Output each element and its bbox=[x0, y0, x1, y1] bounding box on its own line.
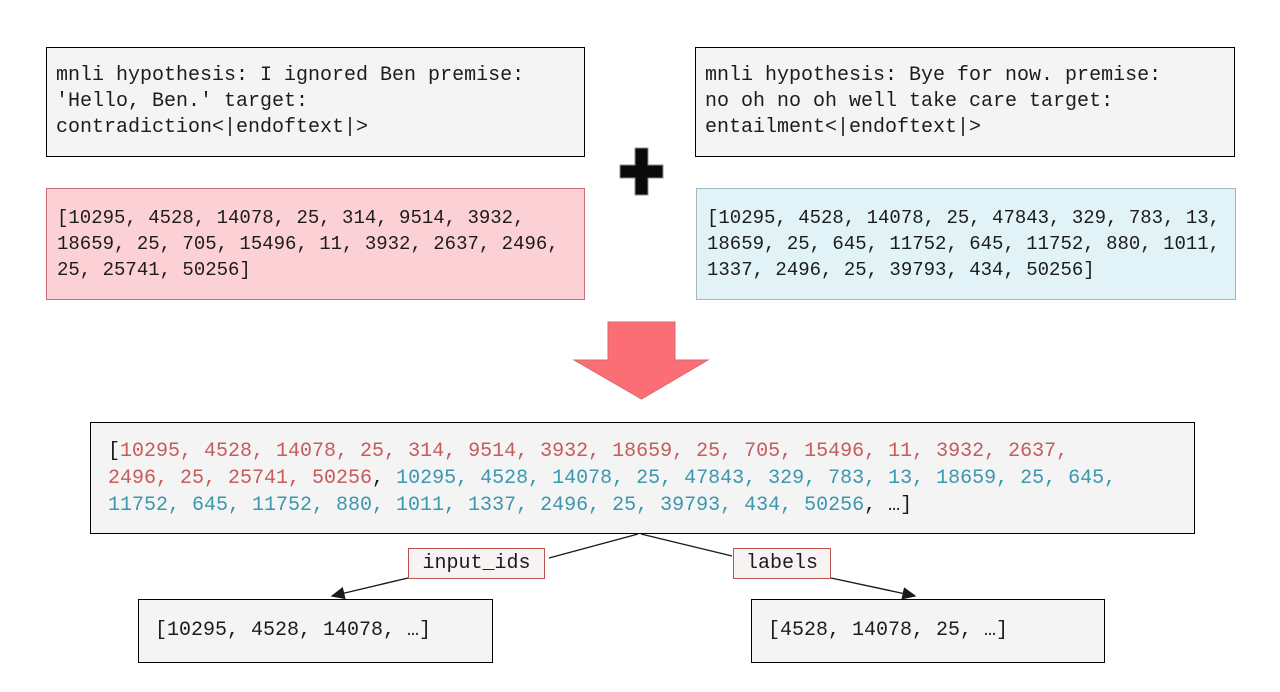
token-segment-dark: , bbox=[372, 466, 397, 490]
source-text-box-left: mnli hypothesis: I ignored Ben premise: … bbox=[46, 47, 585, 157]
token-segment-dark: , …] bbox=[864, 493, 913, 517]
labels-label-chip: labels bbox=[733, 548, 831, 579]
token-segment-red: 10295, 4528, 14078, 25, 314, 9514, 3932,… bbox=[108, 439, 1069, 490]
packed-token-sequence-box: [10295, 4528, 14078, 25, 314, 9514, 3932… bbox=[90, 422, 1195, 534]
connector-arrow-input-ids bbox=[330, 577, 409, 600]
connector-line-to-labels bbox=[640, 533, 733, 557]
output-box-input-ids: [10295, 4528, 14078, …] bbox=[138, 599, 493, 663]
source-text-box-right: mnli hypothesis: Bye for now. premise: n… bbox=[695, 47, 1235, 157]
token-segment-blue: 10295, 4528, 14078, 25, 47843, 329, 783,… bbox=[108, 466, 1117, 517]
connector-line-to-input-ids bbox=[548, 533, 639, 559]
connector-arrow-labels bbox=[830, 577, 917, 600]
down-arrow-icon bbox=[572, 321, 710, 400]
token-segment-dark: [ bbox=[108, 439, 121, 463]
output-box-labels: [4528, 14078, 25, …] bbox=[751, 599, 1105, 663]
input-ids-label-chip: input_ids bbox=[408, 548, 545, 579]
token-ids-box-left: [10295, 4528, 14078, 25, 314, 9514, 3932… bbox=[46, 188, 585, 300]
plus-icon bbox=[619, 147, 664, 196]
token-ids-box-right: [10295, 4528, 14078, 25, 47843, 329, 783… bbox=[696, 188, 1236, 300]
